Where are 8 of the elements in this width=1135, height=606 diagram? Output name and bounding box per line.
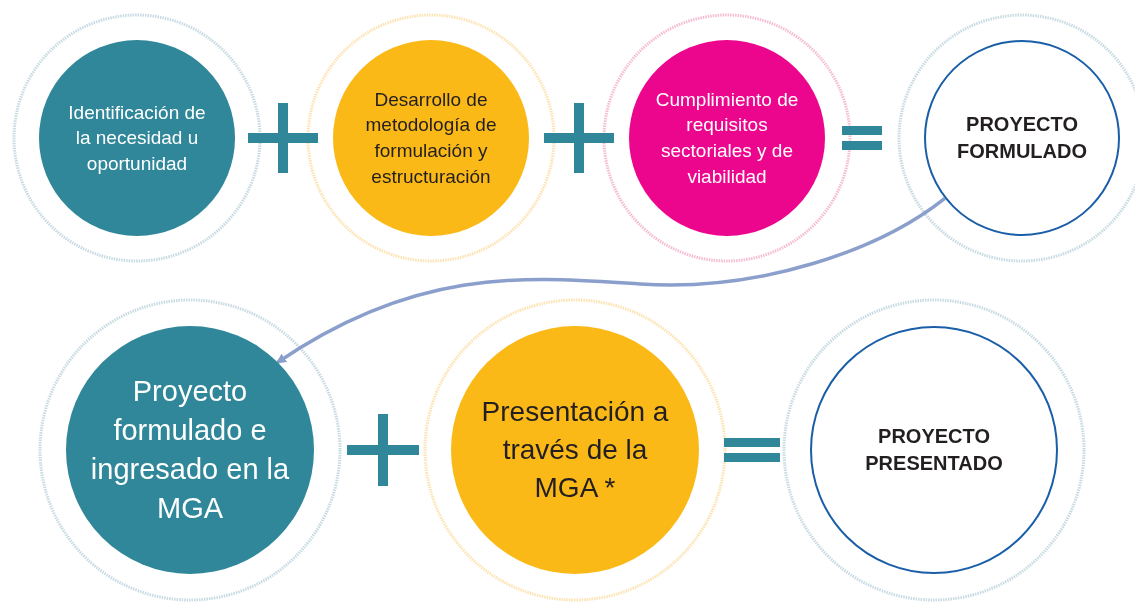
step-text: Presentación a través de la MGA * (480, 395, 670, 505)
step-text: Cumplimiento de requisitos sectoriales y de viabilidad (654, 87, 800, 189)
step-text: PROYECTO FORMULADO (956, 112, 1088, 164)
step-text: Proyecto formulado e ingresado en la MGA (89, 373, 291, 527)
curved-arrow (276, 196, 946, 364)
step-text: Identificación de la necesidad u oportunidad (67, 100, 207, 176)
step-text: Desarrollo de metodología de formulación y estructuración (364, 87, 498, 189)
step-text: PROYECTO PRESENTADO (864, 424, 1004, 476)
